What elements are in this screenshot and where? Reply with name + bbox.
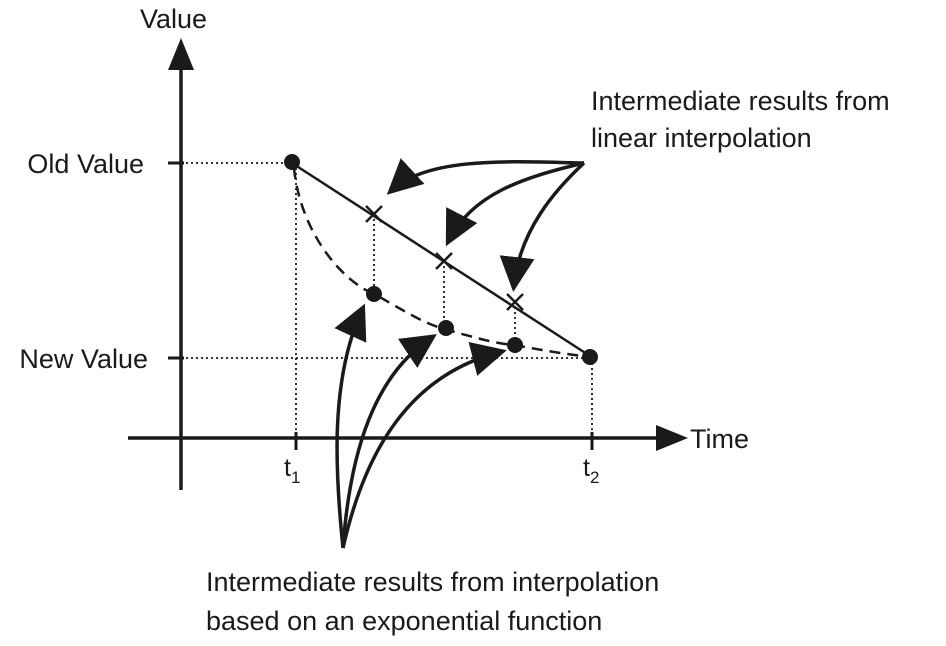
y-axis-label: Value: [140, 4, 207, 34]
linear-arrow-1: [386, 158, 585, 195]
x-axis-label: Time: [690, 424, 749, 454]
linear-arrow-3: [499, 161, 586, 292]
exponential-point: [366, 286, 382, 302]
exponential-point: [438, 320, 454, 336]
exponential-annotation-line-1: Intermediate results from interpolation: [206, 567, 659, 597]
axes: [128, 62, 668, 490]
exponential-point: [507, 337, 523, 353]
exponential-arrow-2: [341, 334, 437, 549]
linear-arrow-2: [445, 161, 585, 247]
old-value-label: Old Value: [27, 149, 144, 179]
axis-ticks: [168, 161, 594, 450]
exponential-arrow-3: [341, 341, 507, 549]
linear-points: [365, 205, 524, 311]
x-axis-arrowhead-icon: [656, 425, 688, 451]
guide-lines: [186, 162, 593, 432]
linear-annotation-line-1: Intermediate results from: [591, 86, 890, 116]
exponential-arrow-1: [334, 303, 367, 549]
exponential-annotation-arrows: [334, 303, 507, 549]
y-axis-arrowhead-icon: [168, 38, 194, 70]
linear-annotation-line-2: linear interpolation: [591, 123, 812, 153]
old-value-point: [284, 154, 300, 170]
linear-annotation-arrows: [386, 158, 586, 292]
linear-point-cross-icon: [365, 205, 383, 223]
t2-label: t2: [583, 454, 599, 487]
linear-point-cross-icon: [506, 293, 524, 311]
new-value-point: [582, 349, 598, 365]
linear-point-cross-icon: [435, 252, 453, 270]
t1-label: t1: [284, 454, 300, 487]
new-value-label: New Value: [19, 344, 148, 374]
exponential-annotation-line-2: based on an exponential function: [206, 606, 602, 636]
exponential-interpolation-curve: [292, 167, 591, 359]
